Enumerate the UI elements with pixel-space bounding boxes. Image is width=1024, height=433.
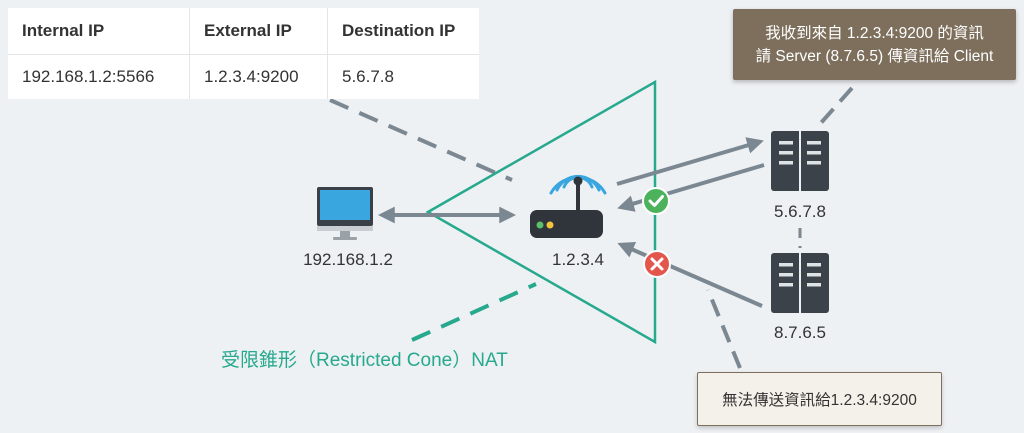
failure-callout: 無法傳送資訊給1.2.3.4:9200 xyxy=(697,372,942,426)
wifi-router-icon xyxy=(530,174,607,238)
server-callout: 我收到來自 1.2.3.4:9200 的資訊 請 Server (8.7.6.5… xyxy=(733,9,1016,80)
router-to-server-top-arrow xyxy=(616,137,764,186)
server-bottom-ip-label: 8.7.6.5 xyxy=(774,323,826,342)
server-bottom-to-router-arrow xyxy=(617,241,763,308)
table-cell-destination-ip: 5.6.7.8 xyxy=(342,67,394,86)
nat-label-connector-line xyxy=(411,282,537,342)
table-header-external-ip: External IP xyxy=(189,8,328,55)
computer-ip-label: 192.168.1.2 xyxy=(303,250,393,269)
server-rack-icon xyxy=(771,131,829,191)
table-row: 192.168.1.2:5566 1.2.3.4:9200 5.6.7.8 xyxy=(8,54,479,99)
router-ip-label: 1.2.3.4 xyxy=(552,250,604,269)
desktop-monitor-icon xyxy=(317,187,373,240)
table-header-destination-ip: Destination IP xyxy=(327,8,479,55)
table-header-row: Internal IP External IP Destination IP xyxy=(8,8,479,55)
nat-mapping-table: Internal IP External IP Destination IP 1… xyxy=(8,8,479,99)
server-top-ip-label: 5.6.7.8 xyxy=(774,202,826,221)
callout-bottom-connector-line xyxy=(706,289,742,369)
table-cell-internal-ip: 192.168.1.2:5566 xyxy=(8,54,190,99)
table-header-internal-ip: Internal IP xyxy=(8,8,190,55)
nat-type-label: 受限錐形（Restricted Cone）NAT xyxy=(221,350,508,371)
x-circle-icon xyxy=(643,250,671,278)
table-cell-external-ip: 1.2.3.4:9200 xyxy=(189,54,328,99)
callout-top-connector-line xyxy=(818,86,854,126)
server-callout-line-1: 我收到來自 1.2.3.4:9200 的資訊 xyxy=(765,24,984,42)
server-rack-icon xyxy=(771,253,829,313)
table-connector-line xyxy=(329,98,513,182)
check-circle-icon xyxy=(642,187,670,215)
server-callout-line-2: 請 Server (8.7.6.5) 傳資訊給 Client xyxy=(755,47,994,65)
